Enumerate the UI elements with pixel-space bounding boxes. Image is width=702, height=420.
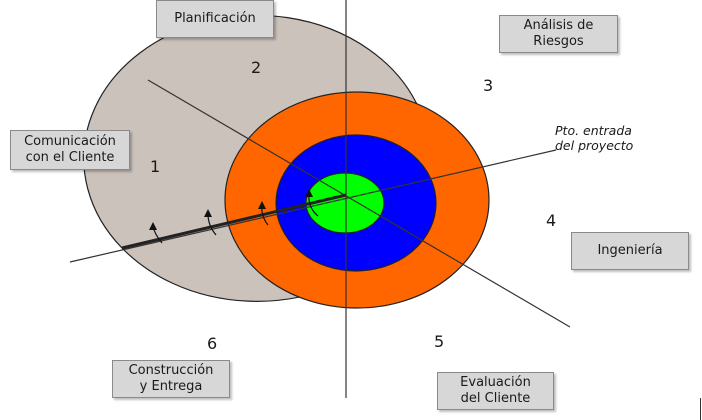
frame-edge: [700, 398, 701, 420]
arrow-heads: [149, 189, 313, 230]
sector-number-1: 1: [150, 157, 161, 176]
sector-number-6: 6: [207, 334, 218, 353]
phase-box-planificacion: Planificación: [156, 0, 274, 38]
sector-number-2: 2: [251, 58, 262, 77]
entry-line: [69, 149, 557, 263]
sector-number-5: 5: [434, 332, 445, 351]
phase-box-analisis-riesgos: Análisis de Riesgos: [499, 15, 618, 53]
phase-box-comunicacion-cliente: Comunicación con el Cliente: [10, 130, 130, 170]
entry-point-note: Pto. entrada del proyecto: [555, 123, 634, 153]
phase-box-evaluacion-cliente: Evaluación del Cliente: [437, 372, 554, 410]
phase-box-construccion-entrega: Construcción y Entrega: [112, 360, 230, 398]
phase-box-ingenieria: Ingeniería: [571, 232, 689, 270]
sector-number-3: 3: [483, 76, 494, 95]
diagonal-nw-se: [147, 79, 571, 328]
sector-number-4: 4: [546, 211, 557, 230]
